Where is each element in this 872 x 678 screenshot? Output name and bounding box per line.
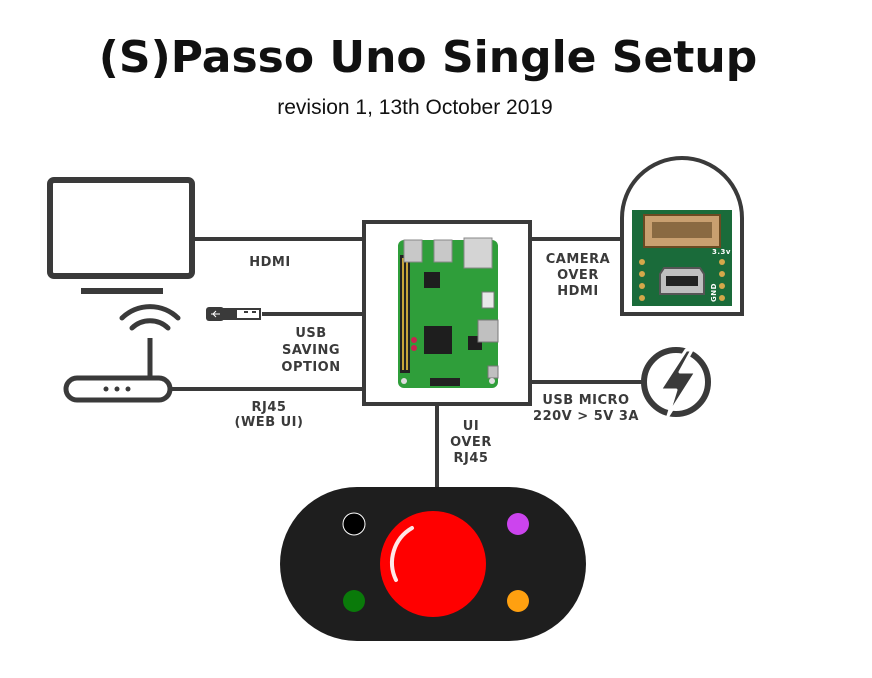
svg-text:OPTION: OPTION	[281, 360, 340, 375]
rj45-label: RJ45 (WEB UI)	[235, 400, 304, 430]
hdmi-label: HDMI	[249, 255, 290, 270]
orange-button[interactable]	[507, 590, 529, 612]
raspberry-pi-board	[398, 237, 499, 388]
main-red-button[interactable]	[380, 511, 486, 617]
svg-text:HDMI: HDMI	[557, 284, 598, 299]
svg-text:UI: UI	[463, 419, 479, 434]
camera-over-hdmi-label: CAMERA OVER HDMI	[546, 252, 611, 299]
purple-button[interactable]	[507, 513, 529, 535]
power-lightning-icon	[641, 347, 711, 418]
camera-hdmi-adapter: 3.3v GND	[620, 156, 744, 316]
router-icon	[63, 304, 181, 403]
page-title: (S)Passo Uno Single Setup	[99, 32, 757, 83]
camera-adapter-gnd-label: GND	[710, 283, 718, 302]
svg-text:(WEB UI): (WEB UI)	[235, 415, 304, 430]
svg-text:USB MICRO: USB MICRO	[542, 393, 629, 408]
green-button[interactable]	[343, 590, 365, 612]
connection-lines	[170, 237, 642, 490]
svg-text:USB: USB	[295, 326, 326, 341]
usb-saving-label: USB SAVING OPTION	[281, 326, 340, 375]
svg-text:RJ45: RJ45	[454, 451, 489, 466]
black-button[interactable]	[342, 512, 366, 536]
usb-micro-label: USB MICRO 220V > 5V 3A	[533, 393, 639, 424]
camera-adapter-voltage-label: 3.3v	[712, 248, 731, 256]
ui-over-rj45-label: UI OVER RJ45	[450, 419, 492, 466]
svg-text:RJ45: RJ45	[252, 400, 287, 415]
svg-text:OVER: OVER	[557, 268, 599, 283]
svg-text:220V > 5V 3A: 220V > 5V 3A	[533, 409, 639, 424]
usb-stick-icon	[206, 307, 261, 321]
page-subtitle: revision 1, 13th October 2019	[277, 96, 553, 119]
monitor-icon	[47, 177, 195, 294]
svg-text:OVER: OVER	[450, 435, 492, 450]
svg-text:CAMERA: CAMERA	[546, 252, 611, 267]
svg-text:SAVING: SAVING	[282, 343, 340, 358]
